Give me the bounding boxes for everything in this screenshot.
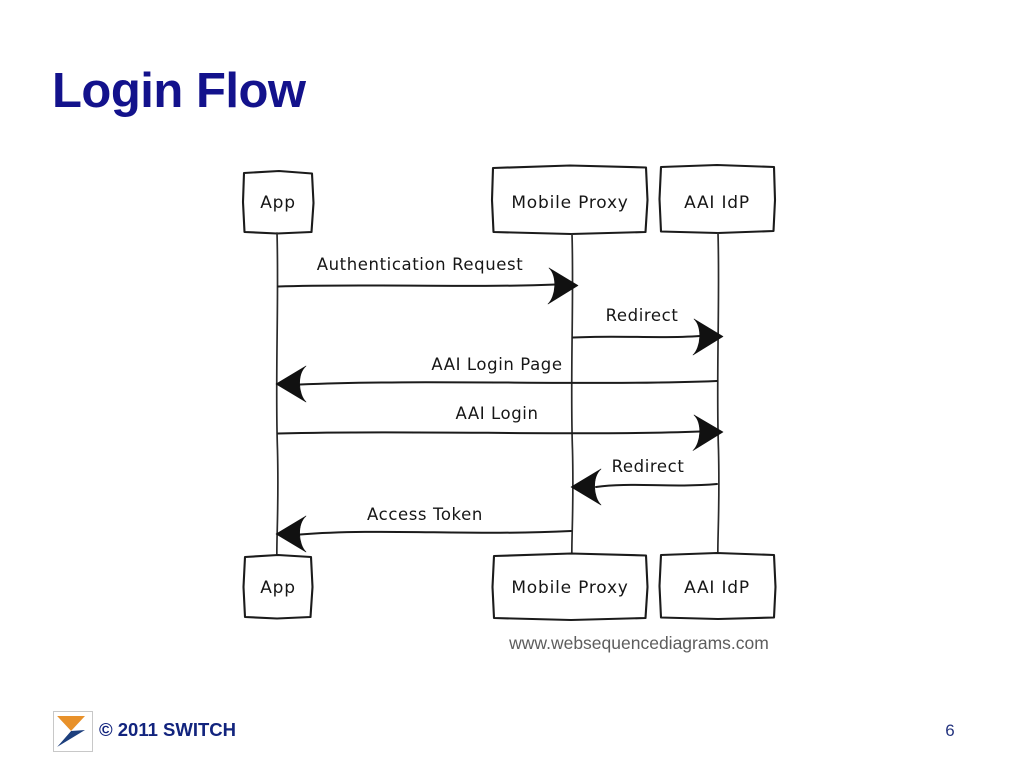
participant-box-idp-bottom: AAI IdP bbox=[658, 551, 777, 621]
participant-label-proxy-bottom: Mobile Proxy bbox=[511, 578, 628, 598]
participant-box-proxy-bottom: Mobile Proxy bbox=[491, 552, 649, 622]
message-aai-login: AAI Login bbox=[277, 404, 724, 451]
message-label-3: AAI Login Page bbox=[431, 355, 562, 374]
sequence-diagram: App Mobile Proxy AAI IdP Authentication … bbox=[241, 163, 777, 653]
participant-box-app-bottom: App bbox=[242, 553, 314, 620]
page-number: 6 bbox=[945, 721, 955, 740]
diagram-watermark: www.websequencediagrams.com bbox=[508, 633, 769, 653]
message-redirect-1: Redirect bbox=[572, 306, 724, 356]
switch-logo-icon bbox=[57, 716, 85, 747]
lifeline-app bbox=[275, 232, 279, 563]
lifeline-idp bbox=[716, 232, 720, 562]
lifeline-proxy bbox=[570, 233, 574, 562]
page-title: Login Flow bbox=[52, 64, 306, 118]
participant-label-proxy: Mobile Proxy bbox=[511, 193, 628, 213]
participant-label-idp: AAI IdP bbox=[684, 193, 750, 213]
participant-label-idp-bottom: AAI IdP bbox=[684, 578, 750, 598]
switch-logo bbox=[53, 711, 93, 752]
participant-label-app: App bbox=[260, 193, 296, 213]
message-aai-login-page: AAI Login Page bbox=[275, 355, 718, 403]
message-label-6: Access Token bbox=[367, 505, 483, 524]
message-label-1: Authentication Request bbox=[317, 255, 524, 274]
sequence-diagram-svg: App Mobile Proxy AAI IdP Authentication … bbox=[241, 163, 777, 653]
message-label-2: Redirect bbox=[606, 306, 679, 325]
copyright-text: © 2011 SWITCH bbox=[99, 719, 237, 740]
logo-inner-notch-2 bbox=[57, 718, 70, 745]
participant-box-app-top: App bbox=[241, 169, 315, 235]
participant-box-idp-top: AAI IdP bbox=[658, 163, 777, 235]
participant-label-app-bottom: App bbox=[260, 578, 296, 598]
message-label-5: Redirect bbox=[612, 457, 685, 476]
message-authentication-request: Authentication Request bbox=[277, 255, 579, 305]
participant-box-proxy-top: Mobile Proxy bbox=[490, 164, 649, 236]
logo-upper-triangle bbox=[57, 716, 85, 731]
message-label-4: AAI Login bbox=[455, 404, 538, 423]
message-access-token: Access Token bbox=[275, 505, 572, 553]
message-redirect-2: Redirect bbox=[570, 457, 718, 506]
logo-lower-triangle bbox=[57, 730, 85, 747]
